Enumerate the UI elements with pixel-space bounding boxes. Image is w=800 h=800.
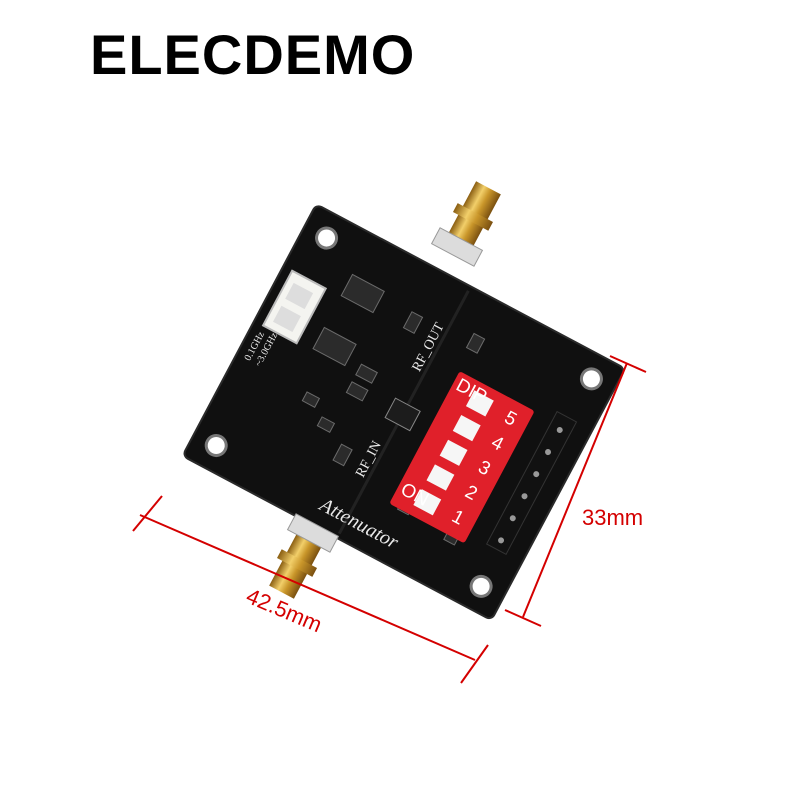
mounting-holes (204, 226, 603, 598)
pin-header (485, 410, 578, 556)
power-connector (261, 269, 328, 345)
sma-connector-out (430, 181, 501, 267)
height-dimension (504, 355, 647, 627)
sma-connector-in (269, 513, 340, 599)
height-dimension-label: 33mm (582, 505, 643, 530)
pcb-board: 5 4 3 2 1 DIP ON Attenuator RF_OUT RF_IN… (183, 205, 625, 620)
dip-switch: 5 4 3 2 1 DIP ON (390, 372, 534, 543)
width-dimension (132, 495, 489, 684)
brand-title: ELECDEMO (90, 23, 416, 86)
